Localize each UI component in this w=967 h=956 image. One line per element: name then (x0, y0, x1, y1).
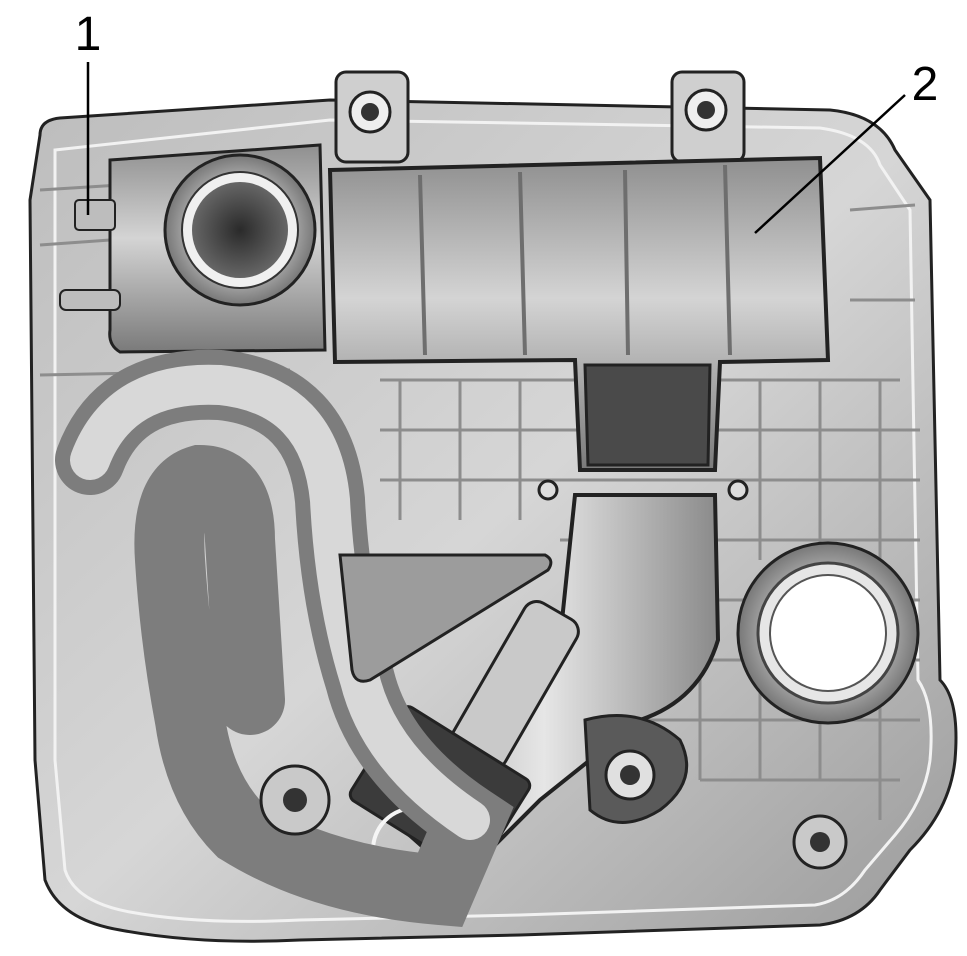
bolt-boss-left (259, 764, 331, 836)
callout-2-label: 2 (912, 58, 939, 111)
mounting-tab-right (670, 70, 746, 164)
right-round-port (736, 541, 920, 725)
callout-1-label: 1 (75, 8, 102, 61)
callout-2-leader (754, 94, 906, 234)
air-duct-housing (327, 155, 831, 501)
bolt-boss-center (583, 714, 689, 824)
curved-channel (55, 349, 514, 927)
mounting-tab-left (334, 70, 410, 164)
callout-leaders (86, 62, 906, 234)
left-housing (59, 143, 327, 354)
bolt-boss-right (792, 814, 848, 870)
triangular-recess (338, 553, 553, 683)
